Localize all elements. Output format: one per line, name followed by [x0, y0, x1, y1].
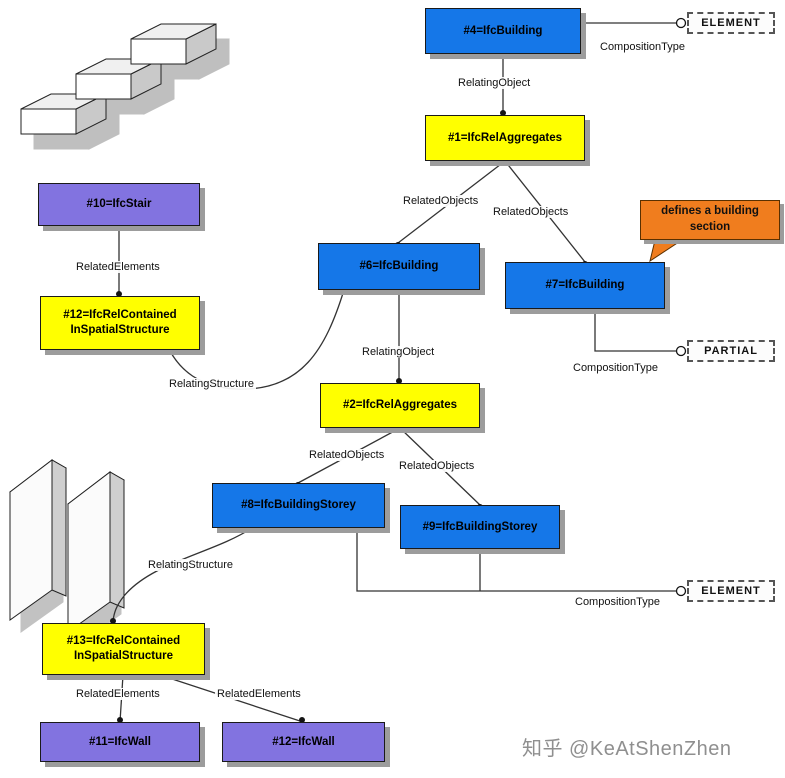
walls-3d-icon [9, 458, 125, 645]
edge-label-relatingobject-2: RelatingObject [360, 346, 437, 358]
edge-label-relatedelements-3: RelatedElements [215, 688, 303, 700]
stereotype-element-bottom: ELEMENT [687, 580, 775, 602]
node-ifcwall-12: #12=IfcWall [222, 722, 385, 762]
node-ifcbuildingstorey-9: #9=IfcBuildingStorey [400, 505, 560, 549]
edge-label-relatedelements-2: RelatedElements [74, 688, 162, 700]
node-ifcstair-10: #10=IfcStair [38, 183, 200, 226]
edge-label-compositiontype-1: CompositionType [598, 41, 687, 53]
edge-label-relatingstructure-2: RelatingStructure [146, 559, 235, 571]
callout-building-section: defines a building section [640, 200, 780, 240]
zhihu-watermark: 知乎 @KeAtShenZhen [522, 738, 732, 760]
stereotype-element-top: ELEMENT [687, 12, 775, 34]
node-ifcrelcontainedinspatialstructure-13: #13=IfcRelContained InSpatialStructure [42, 623, 205, 675]
edge-label-relatedelements-1: RelatedElements [74, 261, 162, 273]
edge-label-relatedobjects-4: RelatedObjects [397, 460, 477, 472]
edge-label-compositiontype-2: CompositionType [571, 362, 660, 374]
edge-label-relatedobjects-3: RelatedObjects [307, 449, 387, 461]
stereotype-partial: PARTIAL [687, 340, 775, 362]
node-ifcbuilding-6: #6=IfcBuilding [318, 243, 480, 290]
node-ifcbuildingstorey-8: #8=IfcBuildingStorey [212, 483, 385, 528]
node-ifcrelaggregates-2: #2=IfcRelAggregates [320, 383, 480, 428]
edge-label-relatedobjects-2: RelatedObjects [491, 206, 571, 218]
node-ifcrelcontainedinspatialstructure-12: #12=IfcRelContained InSpatialStructure [40, 296, 200, 350]
edge-label-relatingstructure-1: RelatingStructure [167, 378, 256, 390]
stair-3d-icon [20, 23, 230, 150]
node-ifcbuilding-7: #7=IfcBuilding [505, 262, 665, 309]
stereotype-anchor-circles [675, 17, 687, 597]
node-ifcwall-11: #11=IfcWall [40, 722, 200, 762]
edge-label-relatingobject-1: RelatingObject [456, 77, 533, 89]
node-ifcbuilding-4: #4=IfcBuilding [425, 8, 581, 54]
edge-label-compositiontype-3: CompositionType [573, 596, 662, 608]
node-ifcrelaggregates-1: #1=IfcRelAggregates [425, 115, 585, 161]
edge-label-relatedobjects-1: RelatedObjects [401, 195, 481, 207]
